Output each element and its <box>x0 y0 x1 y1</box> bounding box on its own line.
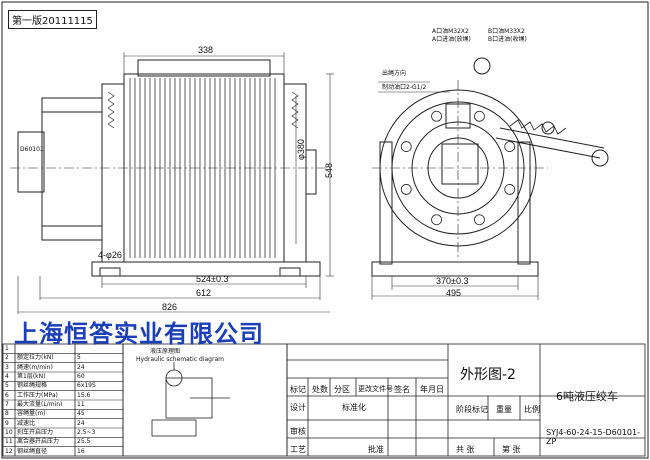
front-dims <box>17 52 334 314</box>
hdr-zone: 分区 <box>334 385 350 394</box>
title-block <box>286 343 646 457</box>
drawing-name: 外形图-2 <box>460 367 516 383</box>
param-cell-value: 24 <box>77 363 85 371</box>
bolt-hole <box>504 141 516 152</box>
hdr-sign: 签名 <box>394 385 410 394</box>
hydraulic-title-en: Hydraulic schematic diagram <box>136 356 224 363</box>
bolt-hole <box>474 110 485 122</box>
motor-end <box>17 131 45 193</box>
param-cell-name: 工作压力(MPa) <box>17 391 58 399</box>
param-cell-no: 7 <box>5 401 9 408</box>
hdr-docno: 更改文件号 <box>358 385 393 393</box>
param-cell-name: 第1层(kN) <box>17 373 46 380</box>
param-cell-no: 1 <box>5 345 9 352</box>
param-cell-value: 25.5 <box>77 438 91 446</box>
lbl-craft: 工艺 <box>290 445 306 454</box>
company-name: 上海恒答实业有限公司 <box>14 320 264 348</box>
dim-holes: 4-φ26 <box>98 250 122 260</box>
param-cell-no: 6 <box>5 391 9 399</box>
param-cell-name: 钢丝绳规格 <box>17 382 48 390</box>
rope-direction: 出绳方向 <box>382 70 407 77</box>
side-dims <box>371 81 539 300</box>
param-cell-name: 额定拉力(kN) <box>17 354 54 362</box>
lbl-sheet: 第 张 <box>502 445 521 454</box>
param-cell-no: 8 <box>5 410 9 418</box>
side-base <box>371 261 539 277</box>
bolt-hole <box>504 184 516 195</box>
lbl-weight: 重量 <box>496 405 512 414</box>
drum-rope-ribs <box>129 78 276 258</box>
lbl-review: 审核 <box>290 427 306 436</box>
param-cell-value: 6x19S <box>77 382 96 390</box>
param-cell-no: 3 <box>5 363 9 371</box>
param-cell-name: 容绳量(m) <box>17 410 46 418</box>
dim-drum-dia: φ380 <box>296 139 306 160</box>
bolt-hole <box>400 141 412 152</box>
center-hub <box>441 143 479 185</box>
lbl-stage: 阶段标记 <box>456 405 488 414</box>
dim-top-width: 338 <box>198 45 214 55</box>
dim-826: 826 <box>162 302 178 312</box>
hdr-mark: 标记 <box>290 385 306 394</box>
param-row-lines <box>3 353 123 447</box>
param-cell-name: 钢丝绳直径 <box>17 447 48 455</box>
param-cell-no: 9 <box>5 419 9 427</box>
param-cell-no: 12 <box>5 447 13 455</box>
param-cell-value: 15.6 <box>77 391 91 399</box>
param-cell-value: 45 <box>77 410 85 418</box>
hydraulic-title-cn: 液压原理图 <box>150 348 181 355</box>
param-cell-name: 绳速(m/min) <box>17 363 53 371</box>
param-cell-name: 刹车开启压力 <box>17 429 54 436</box>
param-cell-value: 60 <box>77 373 85 380</box>
dim-height: 548 <box>324 162 334 178</box>
lbl-approve: 批准 <box>368 445 384 454</box>
lbl-design: 设计 <box>290 403 306 412</box>
motor-housing <box>41 97 103 241</box>
product-name: 6吨液压绞车 <box>556 390 618 403</box>
right-flange <box>283 83 307 263</box>
port-b-2: B口进油(收绳) <box>488 36 527 43</box>
bolt-hole <box>431 214 442 226</box>
side-bolt-holes <box>400 110 516 226</box>
version-label: 第一版20111115 <box>8 10 97 29</box>
param-cell-no: 5 <box>5 382 9 390</box>
dim-524: 524±0.3 <box>196 274 229 284</box>
motor-label: D60101 <box>20 146 44 153</box>
param-cell-value: 24 <box>77 419 85 427</box>
left-flange <box>101 83 125 263</box>
param-cell-value: 2.5~3 <box>77 429 96 436</box>
bolt-hole <box>474 214 485 226</box>
hdr-date: 年月日 <box>420 385 444 394</box>
front-view <box>10 59 330 277</box>
param-cell-value: 5 <box>77 354 81 362</box>
drawing-number: SYJ4-60-24-15-D60101-ZP <box>546 428 640 446</box>
brake-port: 制动油口2-G1/2 <box>382 84 427 91</box>
param-cell-no: 4 <box>5 373 9 380</box>
bolt-hole <box>431 110 442 122</box>
lbl-std: 标准化 <box>342 403 366 412</box>
param-cell-name: 最大流量(L/min) <box>17 401 63 408</box>
param-cell-no: 10 <box>5 429 13 436</box>
hdr-count: 处数 <box>312 385 328 394</box>
dim-495: 495 <box>446 288 462 298</box>
param-cell-no: 11 <box>5 438 13 446</box>
param-cell-name: 离合器开启压力 <box>17 438 60 446</box>
param-cell-name: 减速比 <box>17 419 36 427</box>
side-view <box>371 57 609 277</box>
param-cell-value: 16 <box>77 447 85 455</box>
dim-612: 612 <box>196 288 212 298</box>
bolt-hole <box>400 184 412 195</box>
param-cell-value: 11 <box>77 401 85 408</box>
param-cell-no: 2 <box>5 354 9 362</box>
port-a-1: A口油M32X2 <box>432 28 469 35</box>
lbl-total: 共 张 <box>456 445 475 454</box>
port-a-2: A口进油(放绳) <box>432 36 471 43</box>
side-springs <box>107 91 299 129</box>
port-b-1: B口油M33X2 <box>488 28 525 35</box>
lbl-scale: 比例 <box>524 405 540 414</box>
dim-370: 370±0.3 <box>436 276 469 286</box>
